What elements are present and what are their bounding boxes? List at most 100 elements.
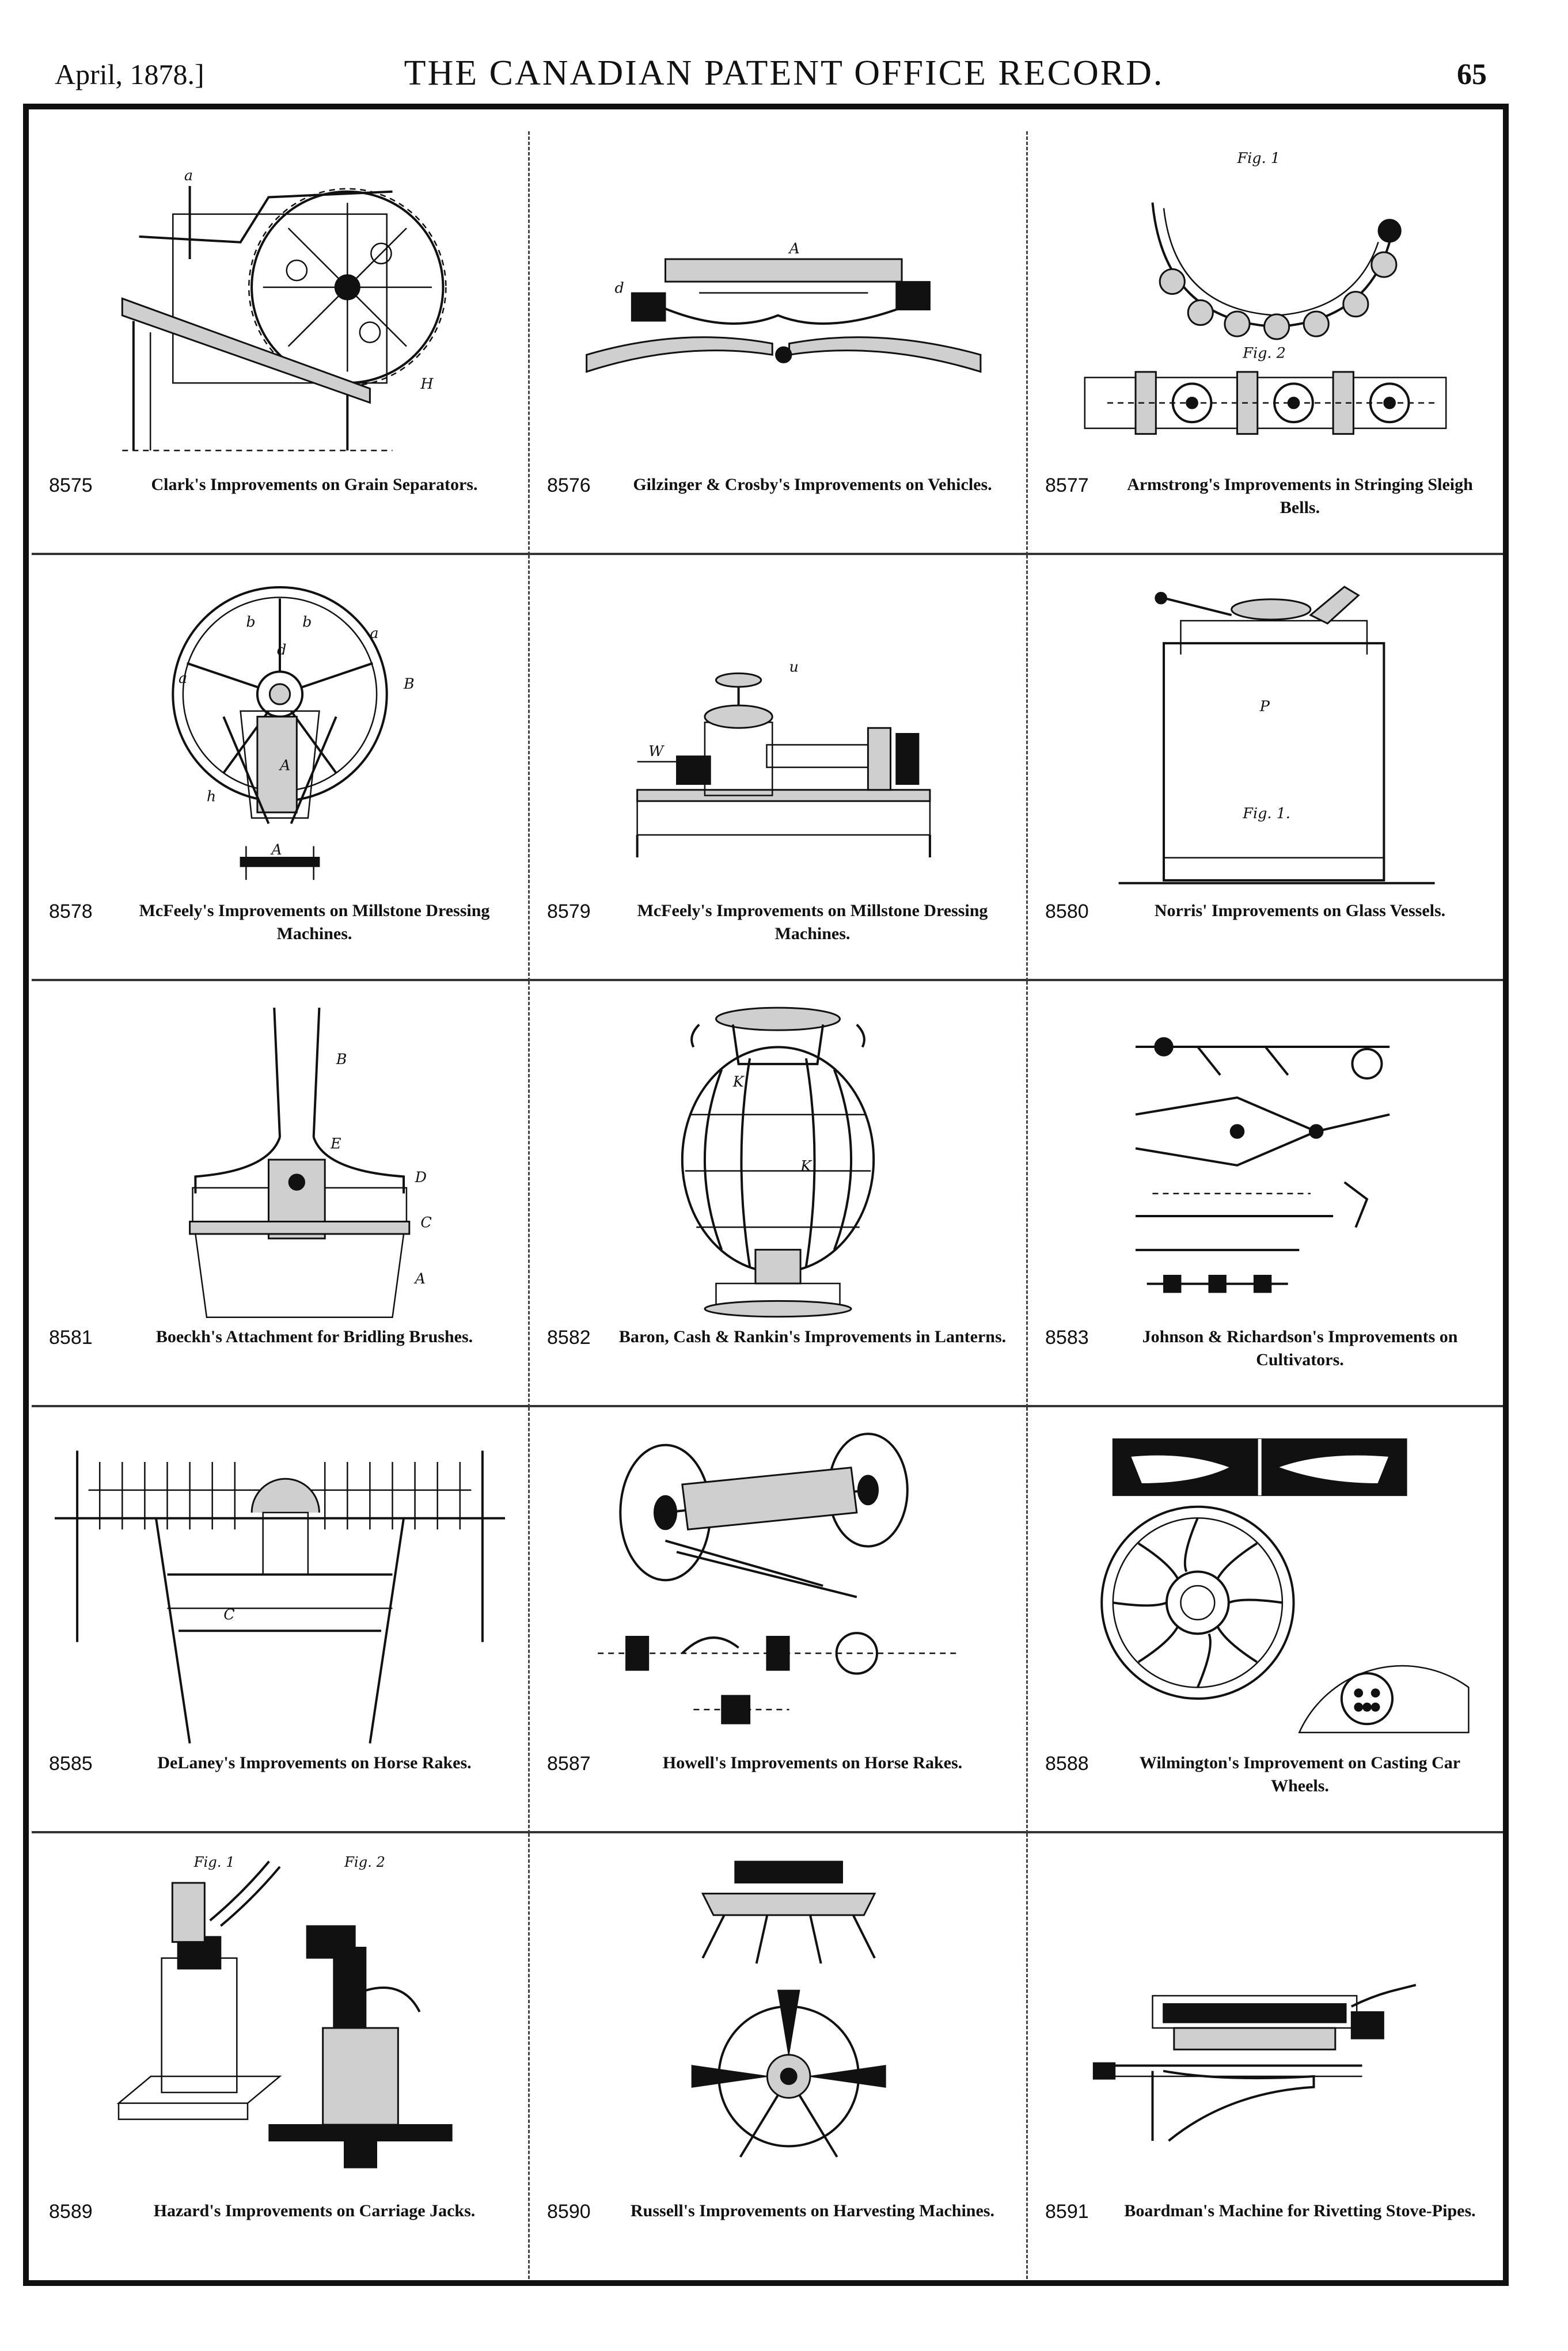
patent-cell-8587: 8587 Howell's Improvements on Horse Rake…	[530, 1407, 1028, 1833]
lantern-illustration: K K	[553, 998, 1003, 1321]
patent-caption: 8581 Boeckh's Attachment for Bridling Br…	[49, 1325, 511, 1389]
figure-label: Fig. 1	[1236, 150, 1280, 167]
patent-cell-8580: P Fig. 1. 8580 Norris' Improvements on G…	[1028, 555, 1503, 981]
svg-text:b: b	[302, 613, 312, 630]
patent-title: McFeely's Improvements on Millstone Dres…	[139, 901, 490, 943]
patent-number: 8577	[1045, 474, 1089, 496]
figure-label: Fig. 2	[1242, 344, 1286, 362]
patent-caption: 8578 McFeely's Improvements on Millstone…	[49, 899, 511, 963]
glass-vessel-illustration: P Fig. 1.	[1051, 572, 1480, 895]
svg-text:K: K	[800, 1157, 813, 1175]
svg-text:P: P	[1259, 698, 1270, 715]
patent-cell-8581: B E D C A 8581 Boeckh's Attachment for B…	[32, 981, 530, 1407]
figure-label: Fig. 2	[344, 1854, 385, 1870]
patent-number: 8591	[1045, 2201, 1089, 2223]
svg-text:A: A	[270, 841, 282, 858]
patent-number: 8588	[1045, 1753, 1089, 1775]
svg-text:h: h	[207, 787, 216, 804]
svg-text:K: K	[732, 1073, 745, 1090]
millstone-dressing-wheel-illustration: d b b a a B A h A	[55, 572, 505, 895]
svg-text:a: a	[179, 669, 187, 686]
patent-title: Baron, Cash & Rankin's Improvements in L…	[618, 1327, 1007, 1346]
svg-text:C: C	[420, 1213, 431, 1230]
patent-title: Russell's Improvements on Harvesting Mac…	[631, 2201, 994, 2220]
patent-number: 8590	[547, 2201, 591, 2223]
patent-title: Wilmington's Improvement on Casting Car …	[1139, 1753, 1461, 1795]
svg-text:A: A	[414, 1270, 426, 1287]
patent-number: 8585	[49, 1753, 93, 1775]
svg-text:D: D	[415, 1168, 427, 1186]
patent-cell-8575: a H 8575 Clark's Improvements on Grain S…	[32, 131, 530, 555]
patent-title: DeLaney's Improvements on Horse Rakes.	[157, 1753, 472, 1772]
patent-number: 8587	[547, 1753, 591, 1775]
patent-title: Clark's Improvements on Grain Separators…	[151, 475, 478, 494]
svg-text:d: d	[277, 641, 286, 658]
figure-label: Fig. 1	[193, 1854, 235, 1870]
patent-title: Boardman's Machine for Rivetting Stove-P…	[1124, 2201, 1476, 2220]
patent-title: Hazard's Improvements on Carriage Jacks.	[153, 2201, 476, 2220]
patent-title: Gilzinger & Crosby's Improvements on Veh…	[633, 475, 992, 494]
patent-number: 8579	[547, 901, 591, 922]
patent-cell-8585: C 8585 DeLaney's Improvements on Horse R…	[32, 1407, 530, 1833]
patent-number: 8589	[49, 2201, 93, 2223]
patent-grid: a H 8575 Clark's Improvements on Grain S…	[32, 131, 1503, 2279]
patent-number: 8575	[49, 474, 93, 496]
svg-text:W: W	[648, 742, 665, 759]
page-number: 65	[1457, 58, 1487, 91]
patent-cell-8577: Fig. 1 Fig. 2	[1028, 131, 1503, 555]
patent-number: 8578	[49, 901, 93, 922]
issue-date: April, 1878.]	[55, 58, 204, 90]
patent-caption: 8576 Gilzinger & Crosby's Improvements o…	[547, 473, 1009, 537]
patent-cell-8576: A d 8576 Gilzinger & Crosby's Improvemen…	[530, 131, 1028, 555]
patent-title: Norris' Improvements on Glass Vessels.	[1154, 901, 1446, 920]
svg-text:B: B	[403, 675, 415, 692]
millstone-dressing-machine-illustration: W u	[553, 572, 1003, 895]
vehicle-illustration: A d	[553, 149, 1003, 471]
sleigh-bells-illustration: Fig. 1 Fig. 2	[1051, 149, 1480, 471]
patent-caption: 8579 McFeely's Improvements on Millstone…	[547, 899, 1009, 963]
patent-number: 8581	[49, 1327, 93, 1349]
patent-caption: 8582 Baron, Cash & Rankin's Improvements…	[547, 1325, 1009, 1389]
harvesting-machine-illustration	[553, 1851, 1003, 2173]
svg-text:B: B	[336, 1050, 347, 1068]
patent-title: Armstrong's Improvements in Stringing Sl…	[1127, 475, 1473, 517]
svg-text:b: b	[246, 613, 255, 630]
patent-number: 8583	[1045, 1327, 1089, 1349]
bridling-brush-illustration: B E D C A	[55, 998, 505, 1321]
patent-title: Boeckh's Attachment for Bridling Brushes…	[155, 1327, 473, 1346]
patent-cell-8578: d b b a a B A h A 8578 McFeely's Improve…	[32, 555, 530, 981]
patent-cell-8590: 8590 Russell's Improvements on Harvestin…	[530, 1833, 1028, 2279]
patent-cell-8589: Fig. 1 Fig. 2 8589 Hazard's Improvements…	[32, 1833, 530, 2279]
patent-cell-8582: K K 8582 Baron, Cash & Rankin's Improvem…	[530, 981, 1028, 1407]
patent-caption: 8590 Russell's Improvements on Harvestin…	[547, 2200, 1009, 2263]
svg-text:A: A	[788, 240, 800, 257]
carriage-jack-illustration: Fig. 1 Fig. 2	[55, 1851, 505, 2173]
patent-number: 8582	[547, 1327, 591, 1349]
svg-text:a: a	[184, 166, 193, 184]
patent-caption: 8591 Boardman's Machine for Rivetting St…	[1045, 2200, 1486, 2263]
svg-text:E: E	[330, 1134, 341, 1152]
patent-caption: 8587 Howell's Improvements on Horse Rake…	[547, 1752, 1009, 1815]
patent-title: Howell's Improvements on Horse Rakes.	[662, 1753, 963, 1772]
patent-caption: 8585 DeLaney's Improvements on Horse Rak…	[49, 1752, 511, 1815]
howell-horse-rake-illustration	[553, 1425, 1003, 1747]
patent-caption: 8589 Hazard's Improvements on Carriage J…	[49, 2200, 511, 2263]
patent-number: 8580	[1045, 901, 1089, 922]
patent-caption: 8583 Johnson & Richardson's Improvements…	[1045, 1325, 1486, 1389]
patent-cell-8588: 8588 Wilmington's Improvement on Casting…	[1028, 1407, 1503, 1833]
patent-caption: 8588 Wilmington's Improvement on Casting…	[1045, 1752, 1486, 1815]
svg-text:A: A	[279, 757, 290, 774]
patent-cell-8579: W u 8579 McFeely's Improvements on Mills…	[530, 555, 1028, 981]
patent-caption: 8577 Armstrong's Improvements in Stringi…	[1045, 473, 1486, 537]
grain-separator-illustration: a H	[55, 149, 505, 471]
patent-caption: 8580 Norris' Improvements on Glass Vesse…	[1045, 899, 1486, 963]
svg-text:d: d	[615, 279, 624, 297]
patent-number: 8576	[547, 474, 591, 496]
car-wheel-casting-illustration	[1051, 1425, 1480, 1747]
page-frame	[23, 104, 1509, 2286]
svg-text:H: H	[420, 375, 434, 392]
svg-text:a: a	[370, 624, 378, 641]
svg-text:u: u	[789, 658, 799, 675]
cultivator-illustration	[1051, 998, 1480, 1321]
delaney-horse-rake-illustration: C	[55, 1425, 505, 1747]
